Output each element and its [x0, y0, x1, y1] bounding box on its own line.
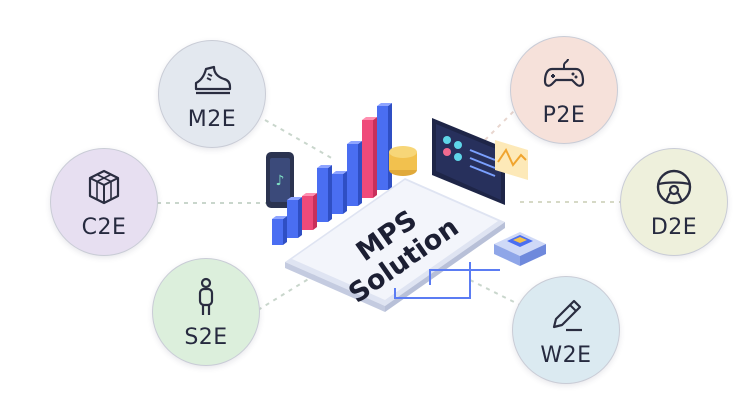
sneaker-icon [194, 65, 232, 94]
illustration-bar [347, 144, 358, 206]
pencil-icon [552, 299, 582, 331]
platform [285, 178, 505, 312]
node-d2e[interactable]: D2E [620, 148, 728, 256]
illustration-bar-side [358, 141, 362, 206]
illustration-bar-top [377, 103, 392, 106]
illustration-bar-top [317, 165, 332, 168]
illustration-bar [317, 168, 328, 222]
dashboard-screen-illustration [432, 118, 505, 205]
illustration-bar-top [302, 193, 317, 196]
illustration-bar-top [362, 117, 377, 120]
illustration-bar-top [272, 216, 287, 219]
illustration-bar-top [332, 171, 347, 174]
illustration-bar-top [287, 197, 302, 200]
cube-grid-icon [88, 169, 120, 204]
illustration-bar [332, 174, 343, 214]
circuit-lines [394, 262, 500, 299]
gamepad-icon [543, 58, 585, 87]
node-c2e[interactable]: C2E [50, 148, 158, 256]
node-label: C2E [81, 214, 127, 240]
node-label: D2E [650, 214, 698, 240]
connector-w2e [469, 279, 521, 306]
illustration-bar [362, 120, 373, 198]
bar-chart-illustration [272, 103, 392, 245]
illustration-bar [302, 196, 313, 230]
node-label: W2E [540, 342, 592, 368]
illustration-bar-side [313, 193, 317, 230]
node-m2e[interactable]: M2E [158, 40, 266, 148]
illustration-bar-side [343, 171, 347, 214]
phone-illustration: ♪ [266, 152, 294, 208]
chip-cube-illustration [494, 232, 546, 266]
illustration-bar-side [373, 117, 377, 198]
node-label: M2E [187, 106, 237, 132]
illustration-bar-side [388, 103, 392, 190]
illustration-bar-side [298, 197, 302, 238]
node-w2e[interactable]: W2E [512, 276, 620, 384]
illustration-bar [272, 219, 283, 245]
connector-s2e [257, 274, 316, 311]
illustration-bar-top [347, 141, 362, 144]
svg-text:♪: ♪ [276, 173, 285, 189]
illustration-bar [377, 106, 388, 190]
illustration-bar [287, 200, 298, 238]
node-label: P2E [542, 102, 586, 128]
illustration-bar-side [328, 165, 332, 222]
illustration-bar-side [283, 216, 287, 245]
node-s2e[interactable]: S2E [152, 258, 260, 366]
node-label: S2E [184, 324, 228, 350]
steering-wheel-icon [656, 169, 692, 204]
connector-p2e [484, 109, 516, 141]
node-p2e[interactable]: P2E [510, 36, 618, 144]
coins-illustration [389, 146, 417, 176]
person-icon [198, 277, 214, 315]
line-chart-card-illustration [495, 140, 528, 180]
